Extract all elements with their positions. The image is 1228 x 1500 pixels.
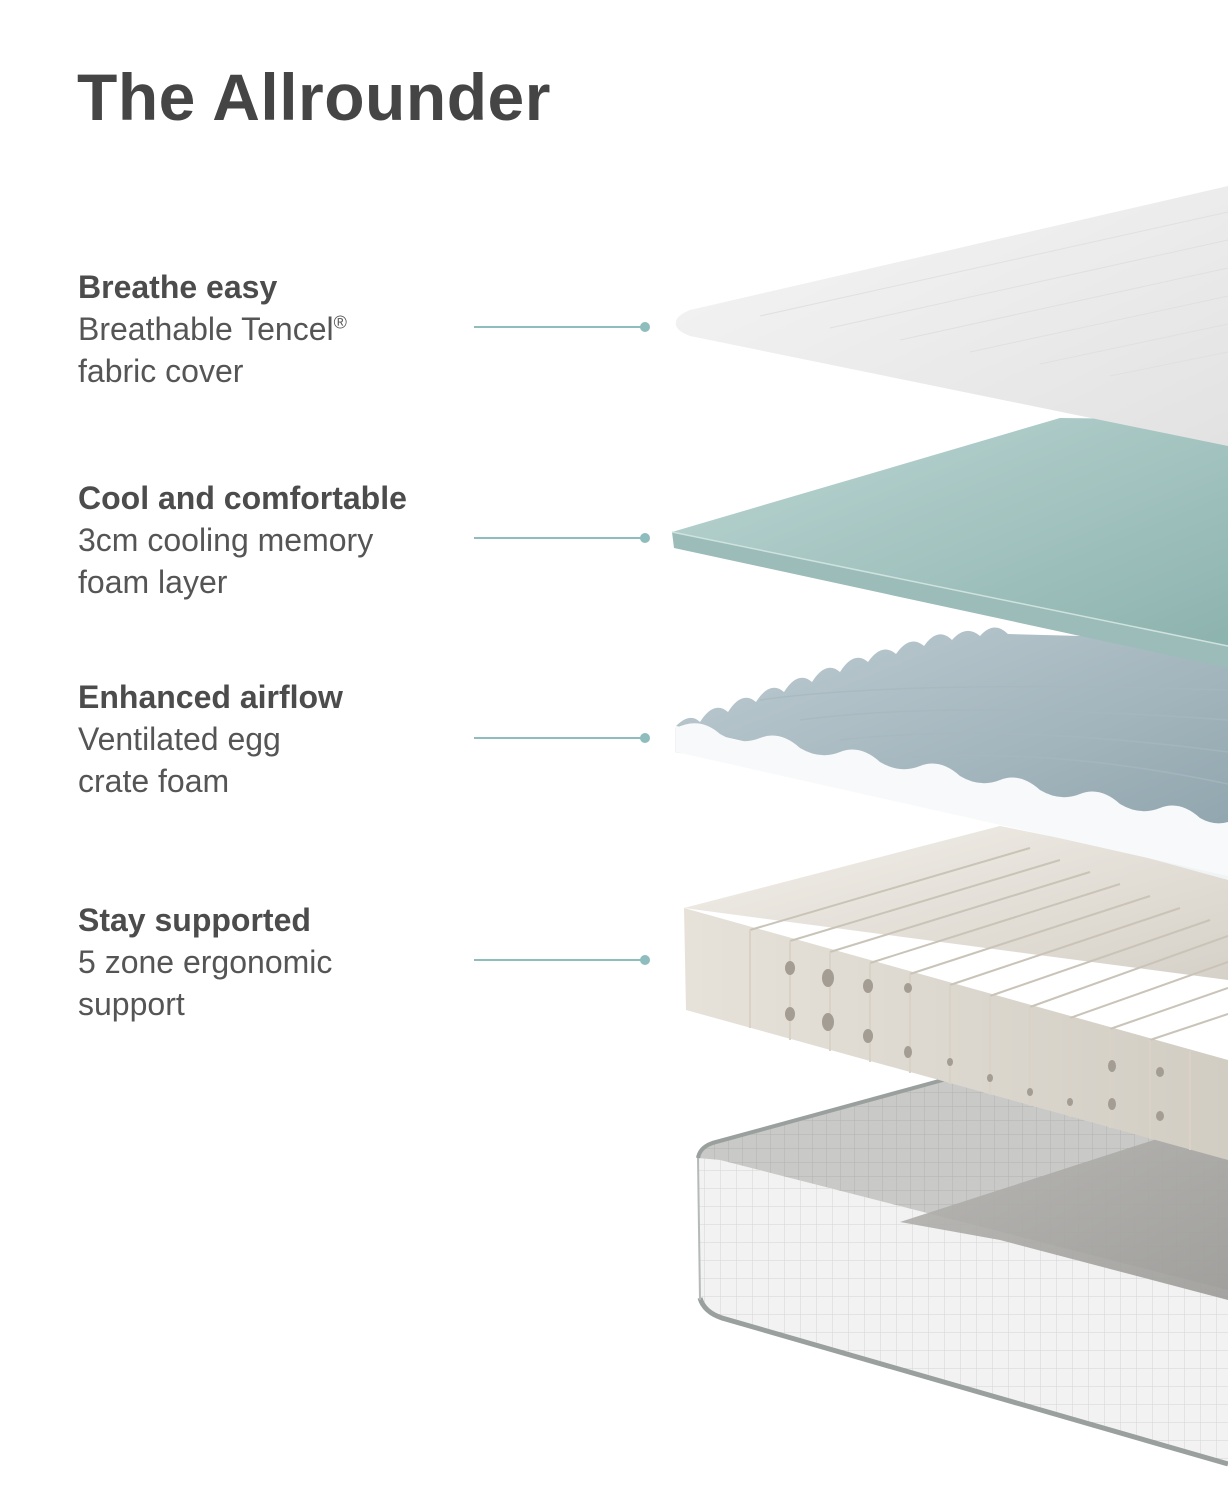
feature-heading: Enhanced airflow	[78, 679, 343, 715]
feature-description-line: fabric cover	[78, 353, 244, 389]
feature-stay-supported: Stay supported 5 zone ergonomic support	[78, 899, 478, 1025]
feature-enhanced-airflow: Enhanced airflow Ventilated egg crate fo…	[78, 676, 478, 802]
feature-description-line: crate foam	[78, 763, 230, 799]
feature-heading: Stay supported	[78, 902, 311, 938]
feature-heading: Cool and comfortable	[78, 480, 407, 516]
support-foam-layer-shape	[684, 826, 1228, 1160]
feature-description-text: Breathable Tencel	[78, 311, 334, 347]
leader-rule	[474, 326, 644, 328]
leader-rule	[474, 737, 644, 739]
leader-line-support	[474, 954, 650, 966]
leader-line-egg-crate	[474, 732, 650, 744]
leader-line-memory-foam	[474, 532, 650, 544]
leader-dot-icon	[640, 322, 650, 332]
feature-description-line: 3cm cooling memory	[78, 522, 374, 558]
page-title: The Allrounder	[77, 60, 551, 134]
base-layer-shape	[696, 1075, 1228, 1467]
leader-rule	[474, 959, 644, 961]
cover-layer-shape	[675, 186, 1228, 446]
feature-description-line: support	[78, 986, 185, 1022]
leader-rule	[474, 537, 644, 539]
feature-cool-and-comfortable: Cool and comfortable 3cm cooling memory …	[78, 477, 478, 603]
feature-heading: Breathe easy	[78, 269, 278, 305]
leader-line-cover	[474, 321, 650, 333]
leader-dot-icon	[640, 733, 650, 743]
feature-description-line: 5 zone ergonomic	[78, 944, 333, 980]
feature-breathe-easy: Breathe easy Breathable Tencel® fabric c…	[78, 266, 478, 392]
feature-description-line: Breathable Tencel®	[78, 308, 478, 350]
leader-dot-icon	[640, 955, 650, 965]
feature-description-line: Ventilated egg	[78, 721, 281, 757]
feature-description-line: foam layer	[78, 564, 228, 600]
registered-mark: ®	[333, 312, 347, 333]
memory-foam-layer-shape	[671, 418, 1228, 668]
egg-crate-layer-shape	[675, 627, 1228, 880]
leader-dot-icon	[640, 533, 650, 543]
